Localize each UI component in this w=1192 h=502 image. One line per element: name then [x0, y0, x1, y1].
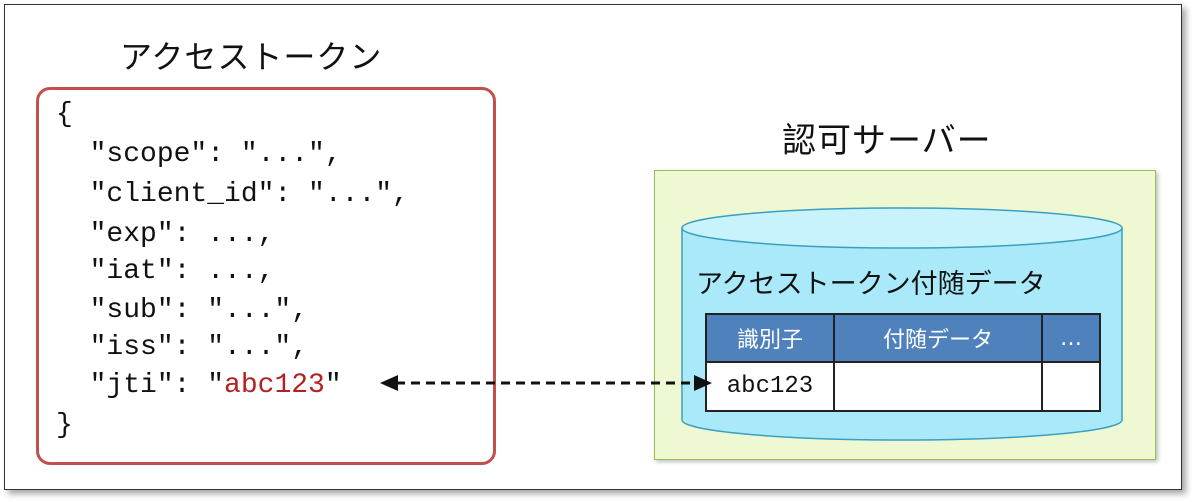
- token-store-table: 識別子 付随データ … abc123: [705, 313, 1101, 412]
- arrowhead-right-icon: [694, 375, 712, 391]
- json-scope-line: "scope": "...",: [56, 139, 342, 170]
- jti-quote: ": [324, 370, 342, 401]
- header-more: …: [1041, 313, 1101, 363]
- json-sub-line: "sub": "...",: [56, 295, 309, 326]
- header-identifier: 識別子: [705, 313, 835, 363]
- access-token-box: [36, 87, 496, 465]
- json-close-brace: }: [56, 410, 73, 441]
- json-client-id-line: "client_id": "...",: [56, 179, 409, 210]
- arrowhead-left-icon: [380, 375, 398, 391]
- cell-identifier: abc123: [705, 361, 835, 412]
- json-iat-line: "iat": ...,: [56, 256, 275, 287]
- cell-associated-data: [833, 361, 1043, 412]
- json-jti-line: "jti": "abc123": [56, 372, 342, 400]
- json-exp-line: "exp": ...,: [56, 219, 275, 250]
- table-header-row: 識別子 付随データ …: [705, 313, 1101, 363]
- json-open-brace: {: [56, 99, 73, 130]
- header-associated-data: 付随データ: [833, 313, 1043, 363]
- cell-more: [1041, 361, 1101, 412]
- access-token-title: アクセストークン: [120, 38, 383, 76]
- token-store-title: アクセストークン付随データ: [696, 269, 1046, 300]
- jti-value: abc123: [224, 370, 325, 401]
- authorization-server-title: 認可サーバー: [782, 121, 992, 161]
- table-row: abc123: [705, 361, 1101, 412]
- jti-key: "jti": ": [56, 370, 225, 401]
- json-iss-line: "iss": "...",: [56, 332, 309, 363]
